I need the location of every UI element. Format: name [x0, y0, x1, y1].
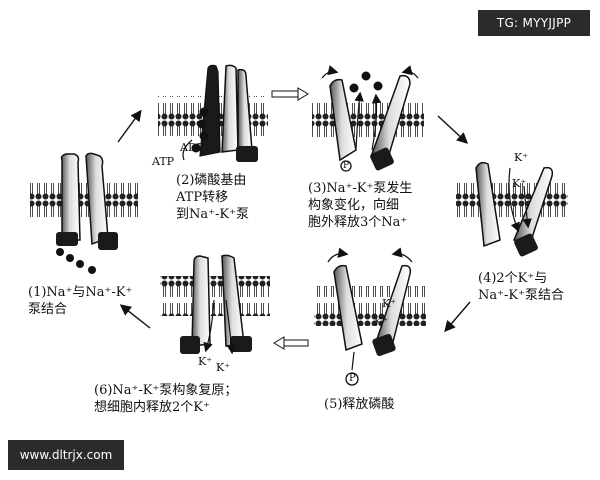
step3-caption-line-2: 构象变化，向细 [308, 198, 400, 213]
step3-membrane [312, 98, 424, 138]
step4-caption-line-2: Na⁺-K⁺泵结合 [478, 288, 564, 303]
step5-caption: (5)释放磷酸 [324, 396, 394, 413]
step2-pump [182, 64, 258, 162]
step4-caption-line-1: (4)2个K⁺与 [478, 271, 548, 286]
step3-caption: (3)Na⁺-K⁺泵发生 构象变化，向细 胞外释放3个Na⁺ [308, 180, 412, 231]
cycle-arrows [117, 87, 471, 350]
arrow-step2-to-step3 [271, 87, 309, 101]
step1-caption-line-1: (1)Na⁺与Na⁺-K⁺ [28, 285, 133, 300]
step1-membrane [30, 178, 138, 218]
step6-caption-line-2: 想细胞内释放2个K⁺ [94, 400, 210, 415]
atp-label: ATP [152, 155, 175, 168]
step6-pump [180, 254, 252, 355]
step6-k-ion-1: K⁺ [198, 355, 213, 368]
watermark-bottom-left: www.dltrjx.com [8, 440, 124, 470]
step5-phosphate-label: P [349, 373, 356, 384]
step1-caption: (1)Na⁺与Na⁺-K⁺ 泵结合 [28, 284, 132, 318]
step3-caption-line-1: (3)Na⁺-K⁺泵发生 [308, 181, 413, 196]
step2-caption-line-2: ATP转移 [176, 190, 229, 205]
step3-caption-line-3: 胞外释放3个Na⁺ [308, 215, 408, 230]
step1-pump [56, 152, 118, 274]
step5-caption-line-1: (5)释放磷酸 [324, 397, 395, 412]
step4-caption: (4)2个K⁺与 Na⁺-K⁺泵结合 [478, 270, 564, 304]
watermark-top-right: TG: MYYJJPP [478, 10, 590, 36]
adp-label: ADP [180, 141, 205, 154]
step2-caption-line-3: 到Na⁺-K⁺泵 [176, 207, 249, 222]
step2-caption-line-1: (2)磷酸基由 [176, 173, 247, 188]
step6-k-ion-2: K⁺ [216, 361, 231, 374]
step5-membrane [314, 286, 426, 326]
step5-k-ion-1: K⁺ [382, 297, 397, 310]
step3-pump [321, 65, 419, 172]
step5-pump [327, 247, 413, 386]
step6-caption-line-1: (6)Na⁺-K⁺泵构象复原； [94, 383, 238, 398]
step1-caption-line-2: 泵结合 [28, 302, 68, 317]
step4-pump [475, 161, 554, 257]
step5-k-ion-2: K⁺ [374, 315, 389, 328]
step4-k-ion-2: K⁺ [512, 177, 527, 190]
step2-caption: (2)磷酸基由 ATP转移 到Na⁺-K⁺泵 [176, 172, 249, 223]
step6-caption: (6)Na⁺-K⁺泵构象复原； 想细胞内释放2个K⁺ [94, 382, 237, 416]
arrow-step5-to-step6 [273, 336, 309, 350]
step3-phosphate-label: P [343, 161, 350, 171]
step6-membrane [160, 276, 270, 316]
step4-k-ion-1: K⁺ [514, 151, 529, 164]
